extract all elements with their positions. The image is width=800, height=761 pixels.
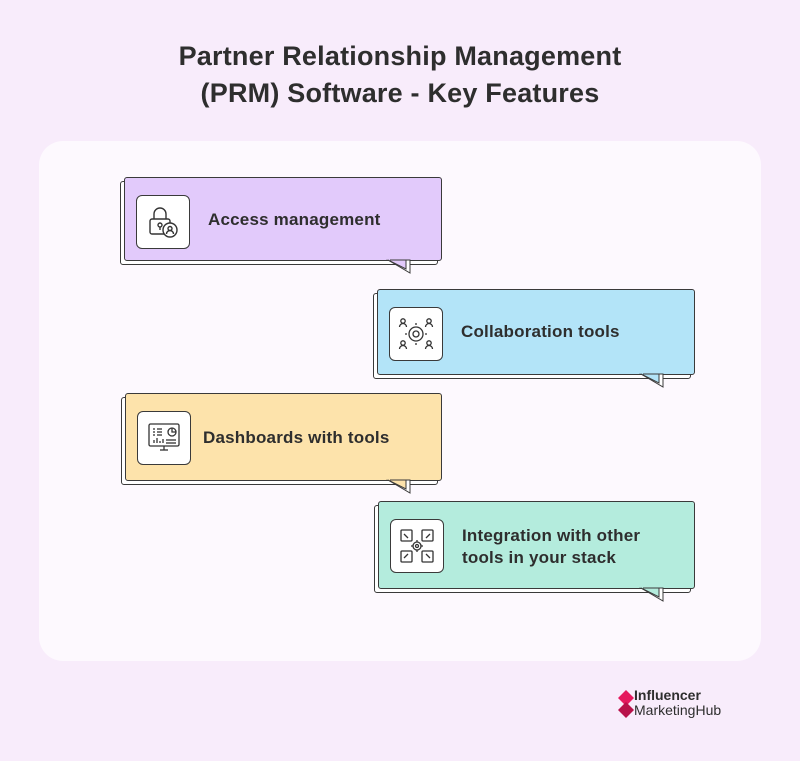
dashboard-monitor-icon bbox=[137, 411, 191, 465]
logo-mark-icon bbox=[618, 690, 634, 718]
feature-card-integration: Integration with other tools in your sta… bbox=[374, 501, 695, 602]
logo-text-line-2: MarketingHub bbox=[634, 702, 722, 718]
feature-label-line-2: tools in your stack bbox=[462, 548, 617, 567]
feature-card-dashboards: Dashboards with tools bbox=[121, 393, 442, 494]
logo-text-line-1: Influencer bbox=[634, 687, 701, 703]
lock-gear-user-icon bbox=[136, 195, 190, 249]
speech-tail bbox=[386, 479, 411, 494]
title-line-1: Partner Relationship Management bbox=[178, 41, 622, 71]
integration-gear-icon bbox=[390, 519, 444, 573]
page-title: Partner Relationship Management (PRM) So… bbox=[0, 38, 800, 112]
feature-card-access-management: Access management bbox=[120, 177, 442, 274]
feature-label: Access management bbox=[208, 210, 381, 229]
speech-tail bbox=[639, 587, 664, 602]
title-line-2: (PRM) Software - Key Features bbox=[200, 78, 600, 108]
speech-tail bbox=[639, 373, 664, 388]
influencer-marketing-hub-logo: Influencer MarketingHub bbox=[618, 687, 768, 723]
feature-label-line-1: Integration with other bbox=[462, 526, 641, 545]
feature-label: Dashboards with tools bbox=[203, 428, 390, 447]
speech-tail bbox=[386, 259, 411, 274]
feature-label: Collaboration tools bbox=[461, 322, 620, 341]
team-gear-icon bbox=[389, 307, 443, 361]
feature-card-collaboration-tools: Collaboration tools bbox=[373, 289, 695, 388]
